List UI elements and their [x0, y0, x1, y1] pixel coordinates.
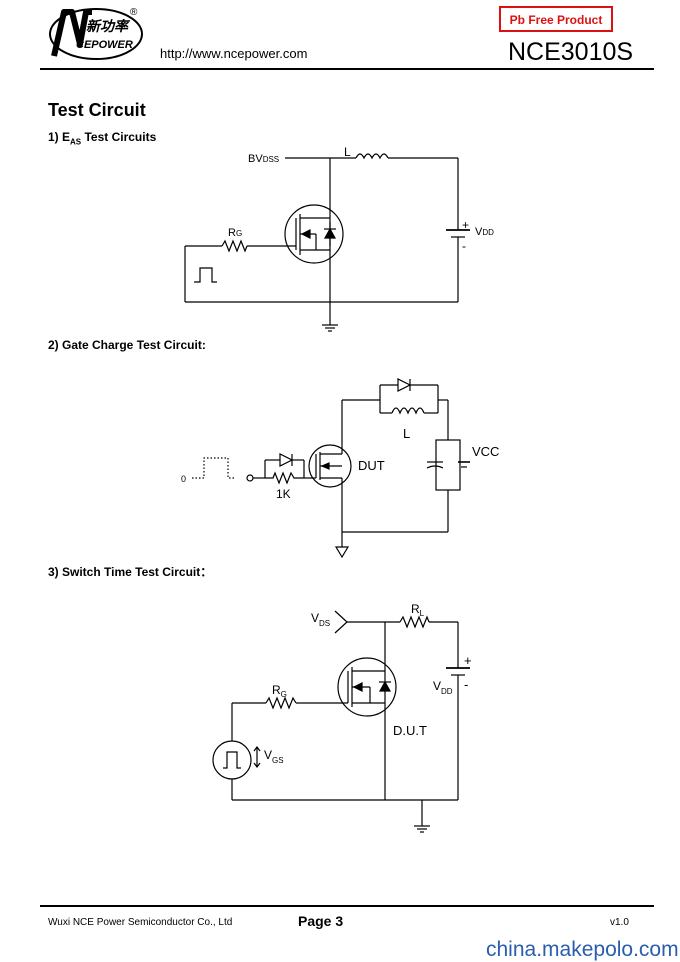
- freewheel-diode: [397, 378, 412, 392]
- eas-inductor-label: L: [344, 145, 351, 159]
- switch-rg-label: RG: [272, 683, 287, 699]
- gate-inductor-label: L: [403, 426, 410, 441]
- resistor-1k-label: 1K: [276, 487, 291, 501]
- switch-minus: -: [464, 677, 468, 692]
- part-number: NCE3010S: [508, 38, 634, 66]
- website-url[interactable]: http://www.ncepower.com: [160, 46, 308, 61]
- eas-inductor: [355, 153, 389, 160]
- rl-label: RL: [411, 602, 425, 618]
- eas-minus: -: [462, 239, 466, 253]
- company-name: Wuxi NCE Power Semiconductor Co., Ltd: [48, 917, 233, 928]
- dut-label: DUT: [358, 458, 385, 473]
- gate-dut-mosfet: [308, 444, 352, 488]
- section-switch-time-heading: 3) Switch Time Test Circuit：: [48, 565, 213, 579]
- gate-1k-resistor: [265, 471, 304, 485]
- eas-mosfet: [284, 204, 344, 264]
- switch-dut-mosfet: [337, 657, 397, 717]
- eas-rg-label: RG: [228, 227, 242, 239]
- bvdss-label: BVDSS: [248, 153, 279, 165]
- footer-rule: [40, 905, 654, 907]
- vgs-label: VGS: [264, 748, 284, 765]
- eas-pulse-source: [194, 267, 217, 283]
- eas-gate-resistor: [221, 239, 248, 253]
- gate-diode: [279, 453, 294, 467]
- eas-plus: +: [462, 218, 469, 232]
- vds-label: VDS: [311, 611, 330, 628]
- vds-arrow: [334, 610, 348, 634]
- gate-charge-inductor: [391, 407, 425, 415]
- switch-gate-resistor: [265, 696, 297, 710]
- registered-mark: ®: [130, 7, 138, 18]
- header-rule: [40, 68, 654, 70]
- section-eas-heading: 1) EAS Test Circuits: [48, 130, 157, 147]
- logo-cn-text: 新功率: [86, 18, 131, 34]
- gate-charge-circuit: [192, 378, 470, 559]
- gate-charge-ground: [334, 546, 350, 559]
- logo-sub-text: CEPOWER: [76, 39, 133, 51]
- section-gate-charge-heading: 2) Gate Charge Test Circuit:: [48, 338, 206, 352]
- vgs-pulse-source: [212, 740, 252, 780]
- switch-time-circuit: [212, 610, 470, 833]
- version-label: v1.0: [610, 917, 629, 928]
- dut-switch-label: D.U.T: [393, 723, 427, 738]
- switch-vdd-label: VDD: [433, 679, 453, 696]
- vcc-capacitor-bank: [435, 439, 461, 491]
- load-resistor: [399, 615, 430, 629]
- pulse-zero-label: 0: [181, 474, 186, 484]
- company-logo: 新功率 CEPOWER ®: [46, 4, 146, 62]
- watermark-text: china.makepolo.com: [486, 938, 679, 961]
- vcc-label: VCC: [472, 444, 499, 459]
- eas-circuit: [184, 153, 470, 332]
- page-title: Test Circuit: [48, 100, 146, 120]
- page-number: Page 3: [298, 913, 344, 929]
- pb-free-badge: Pb Free Product: [499, 6, 613, 32]
- eas-vdd-label: VDD: [475, 226, 494, 238]
- switch-plus: +: [464, 653, 472, 668]
